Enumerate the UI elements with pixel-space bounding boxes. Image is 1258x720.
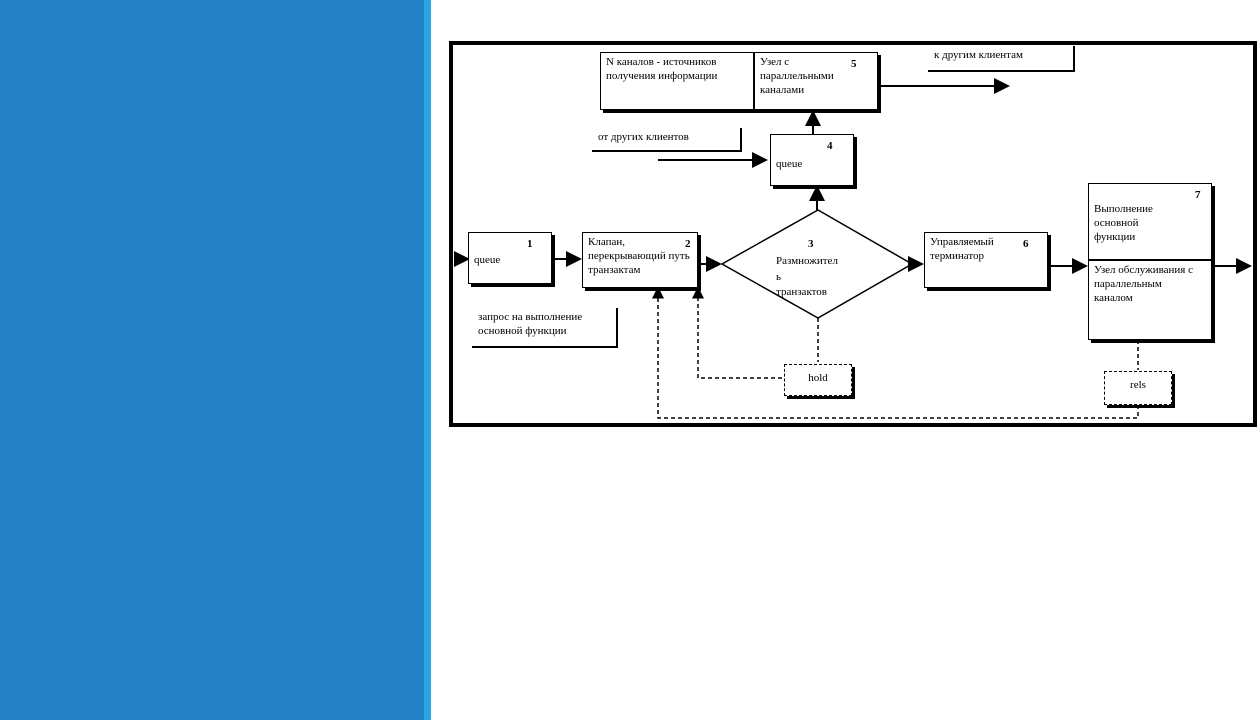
queue1-label: queue (474, 254, 501, 266)
rels-label: rels (1130, 379, 1146, 391)
splitter-label-line1: Размножител (776, 255, 838, 267)
queue1-number: 1 (527, 238, 533, 250)
queue1-box: queue 1 (468, 232, 552, 284)
terminator-box: Управляемый терминатор 6 (924, 232, 1048, 288)
hold-label: hold (808, 372, 828, 384)
to-other-clients-text: к другим клиентам (934, 49, 1023, 61)
node7-box: Выполнение основной функции 7 (1088, 183, 1212, 260)
valve-box: Клапан, перекрывающий путь транзактам 2 (582, 232, 698, 288)
valve-number: 2 (685, 238, 691, 250)
node7-number: 7 (1195, 189, 1201, 201)
diagram-frame (449, 41, 1257, 427)
from-other-clients-text: от других клиентов (598, 131, 689, 143)
service-node-label: Узел обслуживания с параллельным каналом (1094, 264, 1193, 304)
queue4-box: queue 4 (770, 134, 854, 186)
channels-source-box: N каналов - источников получения информа… (600, 52, 754, 110)
queue4-number: 4 (827, 140, 833, 152)
splitter-number: 3 (808, 238, 814, 250)
request-label-box: запрос на выполнение основной функции (472, 308, 618, 348)
from-other-clients-label: от других клиентов (592, 128, 742, 152)
splitter-label-line3: транзактов (776, 286, 827, 298)
hold-box: hold (784, 364, 852, 396)
terminator-label: Управляемый терминатор (930, 236, 994, 262)
service-node-box: Узел обслуживания с параллельным каналом (1088, 260, 1212, 340)
rels-to-valve-dashed (652, 286, 1139, 419)
flow-diagram: N каналов - источников получения информа… (448, 40, 1258, 430)
splitter-label-line2: ь (776, 271, 782, 283)
to-other-clients-label: к другим клиентам (928, 46, 1075, 72)
channels-source-label: N каналов - источников получения информа… (606, 56, 718, 82)
node5-label: Узел с параллельными каналами (760, 56, 834, 96)
queue4-label: queue (776, 158, 803, 170)
node7-label: Выполнение основной функции (1094, 203, 1153, 243)
rels-box: rels (1104, 371, 1172, 405)
sidebar-panel (0, 0, 424, 720)
hold-to-valve-dashed (692, 286, 782, 379)
valve-label: Клапан, перекрывающий путь транзактам (588, 236, 690, 276)
node5-number: 5 (851, 58, 857, 70)
request-label-text: запрос на выполнение основной функции (478, 311, 583, 337)
diagram-connectors (449, 41, 1257, 427)
terminator-number: 6 (1023, 238, 1029, 250)
sidebar-accent-stripe (424, 0, 431, 720)
node5-box: Узел с параллельными каналами 5 (754, 52, 878, 110)
